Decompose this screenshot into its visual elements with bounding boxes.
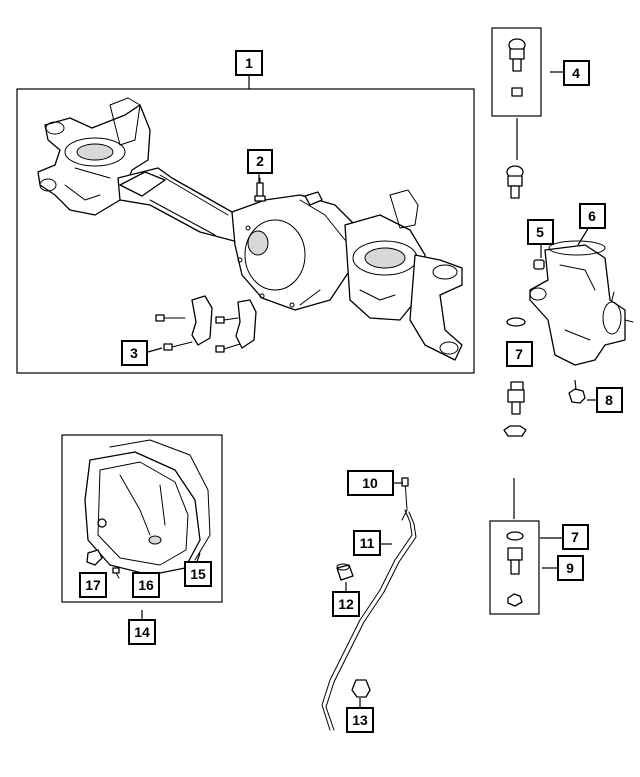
bolt [155,314,186,322]
bolts-and-brackets [155,295,257,353]
callout-2-label: 2 [256,153,264,169]
callout-8: 8 [596,387,623,413]
callout-7-upper: 7 [506,341,533,367]
nut [533,259,545,270]
callout-4-label: 4 [572,65,580,81]
differential-cover-frame [61,434,223,603]
callout-9-label: 9 [566,560,574,576]
callout-17-label: 17 [85,577,101,593]
callout-1: 1 [235,50,263,76]
fill-plug [86,549,103,566]
cover-bolt [112,567,120,579]
steering-knuckle [529,240,634,366]
upper-ball-joint-frame [491,27,542,117]
callout-7-lower: 7 [562,524,589,550]
callout-1-label: 1 [245,55,253,71]
cover-gasket [109,439,211,561]
plug [336,563,354,581]
upper-ball-joint-installed [506,165,524,199]
lower-ball-joint-frame [489,520,540,615]
callout-17: 17 [79,572,107,598]
callout-3-label: 3 [130,345,138,361]
bracket [235,299,257,349]
bolt [215,316,239,324]
callout-9: 9 [557,555,584,581]
bracket [191,295,213,346]
axle-assembly-frame [16,88,475,374]
callout-6: 6 [579,203,606,229]
callout-8-label: 8 [605,392,613,408]
vent-tube [321,477,417,731]
callout-12-label: 12 [338,596,354,612]
callout-2: 2 [247,149,273,174]
bolt [215,343,241,353]
clip [351,679,371,698]
castle-nut [568,388,586,404]
callout-16-label: 16 [138,577,154,593]
front-axle-assembly [37,97,463,361]
differential-cover [84,451,201,576]
lower-ball-joint [506,531,524,607]
bolt [163,341,193,351]
callout-6-label: 6 [588,208,596,224]
callout-14: 14 [128,619,156,645]
callout-11-label: 11 [360,535,375,551]
callout-13: 13 [346,707,374,733]
callout-10: 10 [347,470,394,496]
callout-7-upper-label: 7 [515,346,523,362]
callout-16: 16 [132,572,160,598]
callout-5: 5 [527,219,554,245]
callout-7-lower-label: 7 [571,529,579,545]
breather-vent [254,177,266,202]
callout-15-label: 15 [190,566,206,582]
callout-14-label: 14 [134,624,150,640]
callout-15: 15 [184,561,212,587]
lower-ball-joint-installed [503,381,527,437]
callout-3: 3 [121,340,148,366]
seal-ring [506,317,526,327]
callout-5-label: 5 [536,224,544,240]
callout-13-label: 13 [352,712,368,728]
upper-ball-joint [508,38,526,97]
callout-4: 4 [563,60,590,86]
callout-10-label: 10 [362,475,378,491]
callout-12: 12 [332,591,360,617]
callout-11: 11 [353,530,381,556]
